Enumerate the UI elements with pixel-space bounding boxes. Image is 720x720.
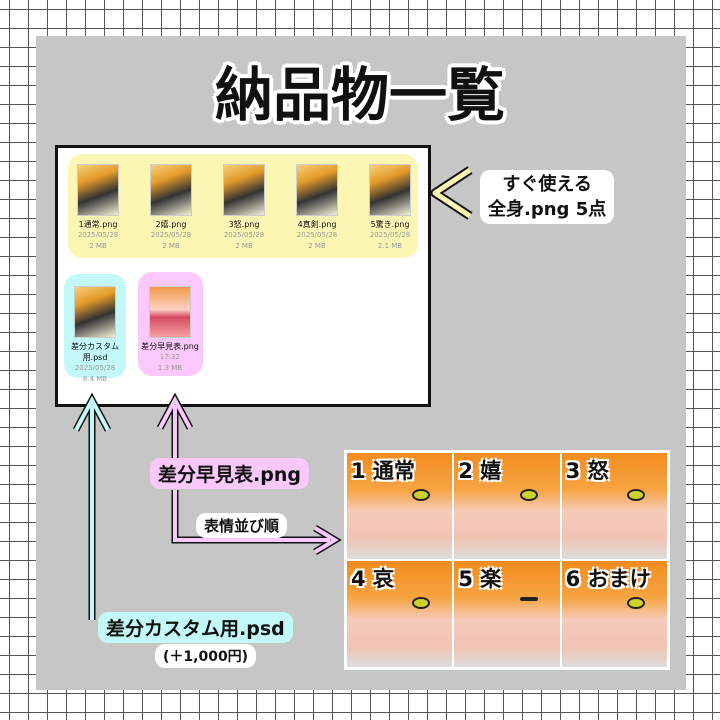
file-name: 1通常.png: [78, 220, 118, 229]
arrow-yellow: [430, 166, 473, 220]
psd-label: 差分カスタム用.psd: [98, 612, 293, 643]
file-size: 2 MB: [89, 242, 107, 250]
eye-icon: [412, 597, 431, 609]
file-date: 2025/05/28: [223, 231, 265, 239]
eye-icon: [412, 489, 431, 501]
label-line: すぐ使える: [502, 174, 592, 195]
sheet-label: 差分早見表.png: [150, 458, 309, 489]
file-size: 8.4 MB: [82, 375, 108, 383]
file-date: 17:32: [159, 353, 181, 361]
file-name: 4真剣.png: [297, 220, 337, 229]
file-item[interactable]: 差分早見表.png 17:32 1.3 MB: [140, 286, 200, 374]
file-thumbnail: [369, 164, 411, 216]
file-name: 差分早見表.png: [141, 342, 199, 351]
expression-face: 4 哀: [347, 561, 453, 667]
file-date: 2025/05/28: [77, 231, 119, 239]
file-thumbnail: [77, 164, 119, 216]
file-size: 2 MB: [308, 242, 326, 250]
expression-face: 6 おまけ: [561, 561, 667, 667]
file-name: 5驚き.png: [370, 220, 410, 229]
file-thumbnail: [150, 164, 192, 216]
wink-eye-icon: [519, 597, 538, 601]
file-item[interactable]: 2嬉.png 2025/05/28 2 MB: [141, 164, 201, 252]
file-date: 2025/05/28: [74, 364, 116, 372]
file-date: 2025/05/28: [369, 231, 411, 239]
eye-icon: [627, 489, 645, 501]
face-label: 5 楽: [458, 567, 502, 591]
png-set-label: すぐ使える全身.png 5点: [480, 170, 615, 224]
face-label: 6 おまけ: [565, 567, 651, 591]
file-thumbnail: [223, 164, 265, 216]
file-size: 2 MB: [162, 242, 180, 250]
file-item[interactable]: 4真剣.png 2025/05/28 2 MB: [287, 164, 347, 252]
file-browser-window: 1通常.png 2025/05/28 2 MB 2嬉.png 2025/05/28 2 …: [55, 145, 431, 407]
file-thumbnail: [74, 286, 116, 338]
face-label: 4 哀: [351, 567, 394, 591]
expression-face: 2 嬉: [454, 453, 560, 559]
expression-face: 3 怒: [561, 453, 667, 559]
file-size: 2.1 MB: [377, 242, 403, 250]
sheet-sublabel: 表情並び順: [196, 513, 288, 538]
label-line: 全身.png 5点: [488, 199, 607, 220]
face-label: 1 通常: [351, 459, 415, 483]
file-thumbnail: [149, 286, 191, 338]
file-date: 2025/05/28: [296, 231, 338, 239]
file-item[interactable]: 差分カスタム用.psd 2025/05/28 8.4 MB: [65, 286, 125, 385]
file-thumbnail: [296, 164, 338, 216]
file-item[interactable]: 5驚き.png 2025/05/28 2.1 MB: [360, 164, 420, 252]
file-date: 2025/05/28: [150, 231, 192, 239]
file-item[interactable]: 1通常.png 2025/05/28 2 MB: [68, 164, 128, 252]
expression-sheet: 1 通常 2 嬉 3 怒 4 哀 5 楽 6 おまけ: [344, 450, 670, 670]
expression-face: 5 楽: [454, 561, 560, 667]
file-size: 2 MB: [235, 242, 253, 250]
eye-icon: [627, 597, 645, 609]
page-title: 納品物一覧: [214, 61, 505, 129]
face-label: 3 怒: [565, 459, 609, 483]
eye-icon: [519, 489, 538, 501]
face-label: 2 嬉: [458, 459, 502, 483]
file-name: 差分カスタム用.psd: [71, 342, 119, 362]
file-size: 1.3 MB: [157, 364, 183, 372]
file-name: 2嬉.png: [155, 220, 187, 229]
file-item[interactable]: 3怒.png 2025/05/28 2 MB: [214, 164, 274, 252]
expression-face: 1 通常: [347, 453, 453, 559]
psd-price: (＋1,000円): [155, 644, 257, 668]
file-name: 3怒.png: [228, 220, 260, 229]
